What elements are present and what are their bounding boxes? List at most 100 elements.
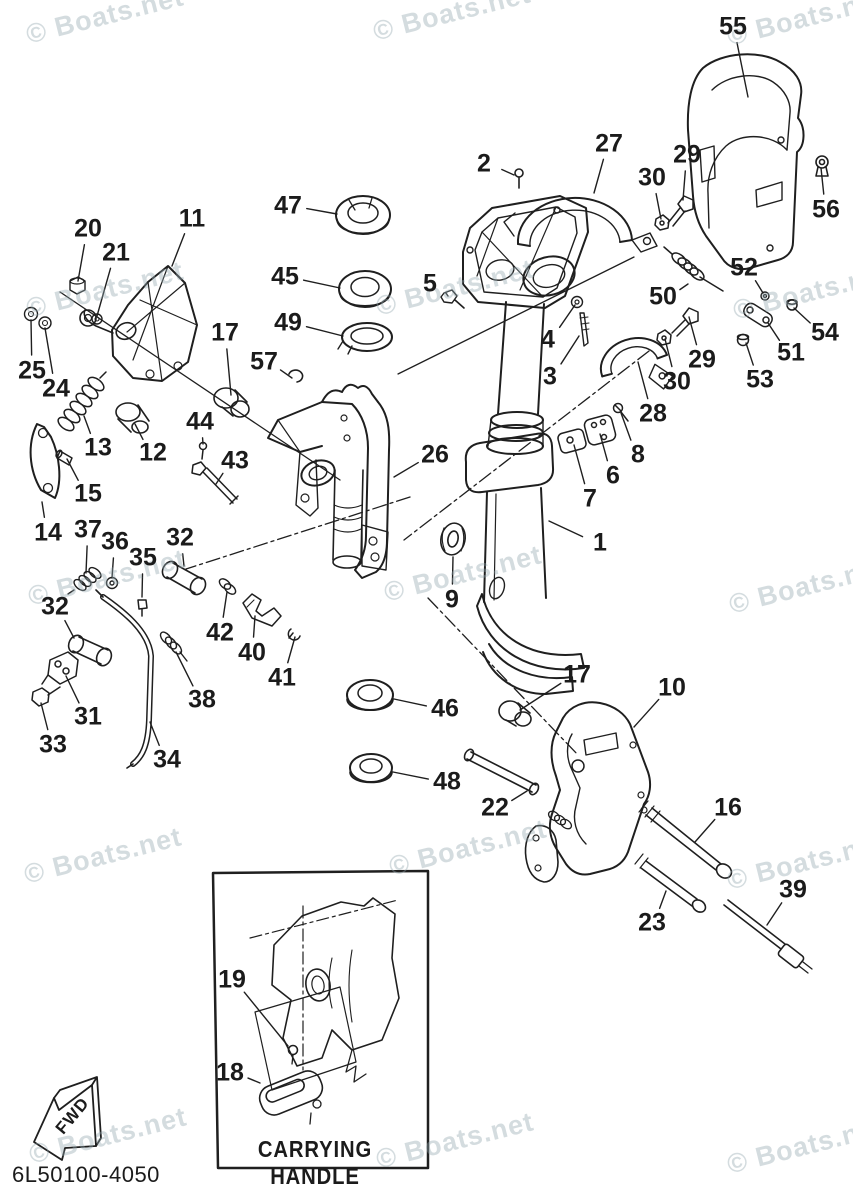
part-10-clamp-bracket [524,701,652,883]
part-44-screw [198,441,208,460]
part-label-56: 56 [812,195,840,224]
part-label-22: 22 [481,793,509,822]
leader-line-48 [392,771,430,780]
part-label-9: 9 [445,585,459,614]
leader-line-28 [637,361,649,400]
part-label-8: 8 [631,440,645,469]
part-50-spring-joint [663,246,724,292]
part-32-link-upper [161,560,207,596]
part-label-18: 18 [216,1058,244,1087]
part-6-plate [583,414,617,446]
part-label-17: 17 [211,318,239,347]
part-label-41: 41 [268,663,296,692]
part-label-6: 6 [606,461,620,490]
part-label-54: 54 [811,318,839,347]
leader-line-39 [766,902,783,926]
part-label-30: 30 [663,367,691,396]
part-40-cam [242,593,282,627]
part-label-3: 3 [543,362,557,391]
part-label-34: 34 [153,745,181,774]
part-label-57: 57 [250,347,278,376]
part-49-clamp-ring [337,322,393,355]
leader-line-45 [302,279,341,289]
part-12-bushing [115,402,150,434]
leader-line-21 [96,267,112,317]
inset-box [211,869,430,1170]
leader-line-9 [451,556,454,585]
part-30-nut-upper [654,214,670,231]
part-label-40: 40 [238,638,266,667]
leader-line-4 [558,304,576,329]
leader-line-3 [560,335,580,365]
part-30-nut-lower [656,329,672,346]
leader-line-30 [655,192,662,220]
leader-line-34 [149,721,160,747]
leader-line-36 [111,557,115,579]
part-48-bushing [349,753,393,784]
part-label-31: 31 [74,702,102,731]
part-label-28: 28 [639,399,667,428]
part-46-bushing [346,679,394,711]
part-54-nut [786,299,798,311]
leader-line-11 [171,233,186,267]
leader-line-53 [745,342,754,366]
leader-line-43 [215,472,224,485]
part-label-55: 55 [719,12,747,41]
part-56-screw [815,155,829,177]
leader-line-37 [85,545,88,574]
leader-line-54 [793,307,811,324]
part-35-cotter-pin [137,599,148,617]
fwd-arrow-icon [33,1076,102,1161]
leader-line-42 [222,591,228,618]
leader-line-55 [736,41,749,98]
part-29-bolt-lower [671,307,699,337]
leader-line-13 [83,415,92,435]
part-16-bolt [638,800,733,879]
leader-line-5 [445,292,449,297]
part-label-42: 42 [206,618,234,647]
leader-line-25 [30,319,33,356]
part-label-44: 44 [186,407,214,436]
part-label-32: 32 [41,592,69,621]
leader-line-30 [664,338,673,368]
part-28-clamp [599,337,674,390]
part-9-grommet [439,522,467,556]
part-47-bushing [335,195,391,235]
leader-line-29 [688,316,698,346]
part-14-lever [29,423,61,499]
part-label-7: 7 [583,484,597,513]
part-label-46: 46 [431,694,459,723]
leader-line-10 [633,698,660,728]
part-51-link [743,302,773,328]
inset-carrying-handle-drawing [249,897,400,1125]
leader-line-29 [682,170,687,201]
leader-line-32 [181,553,185,567]
part-label-13: 13 [84,433,112,462]
part-1-housing [464,301,585,695]
leader-line-23 [658,890,667,910]
part-label-21: 21 [102,238,130,267]
part-label-25: 25 [18,356,46,385]
leader-line-12 [134,423,144,441]
part-label-14: 14 [34,518,62,547]
part-32-link-lower [67,634,113,667]
leader-line-27 [593,158,605,194]
leader-line-1 [548,520,584,538]
part-label-27: 27 [595,129,623,158]
part-label-39: 39 [779,875,807,904]
part-label-36: 36 [101,527,129,556]
leader-line-14 [41,501,46,518]
part-label-1: 1 [593,528,607,557]
leader-line-8 [620,412,632,441]
part-label-10: 10 [658,673,686,702]
leader-line-16 [694,818,716,843]
part-43-bolt [191,461,239,505]
part-label-38: 38 [188,685,216,714]
leader-line-51 [767,322,781,342]
leader-line-26 [393,461,419,478]
leader-line-47 [306,207,338,215]
part-45-bushing [338,270,392,308]
part-55-cover [686,53,805,271]
